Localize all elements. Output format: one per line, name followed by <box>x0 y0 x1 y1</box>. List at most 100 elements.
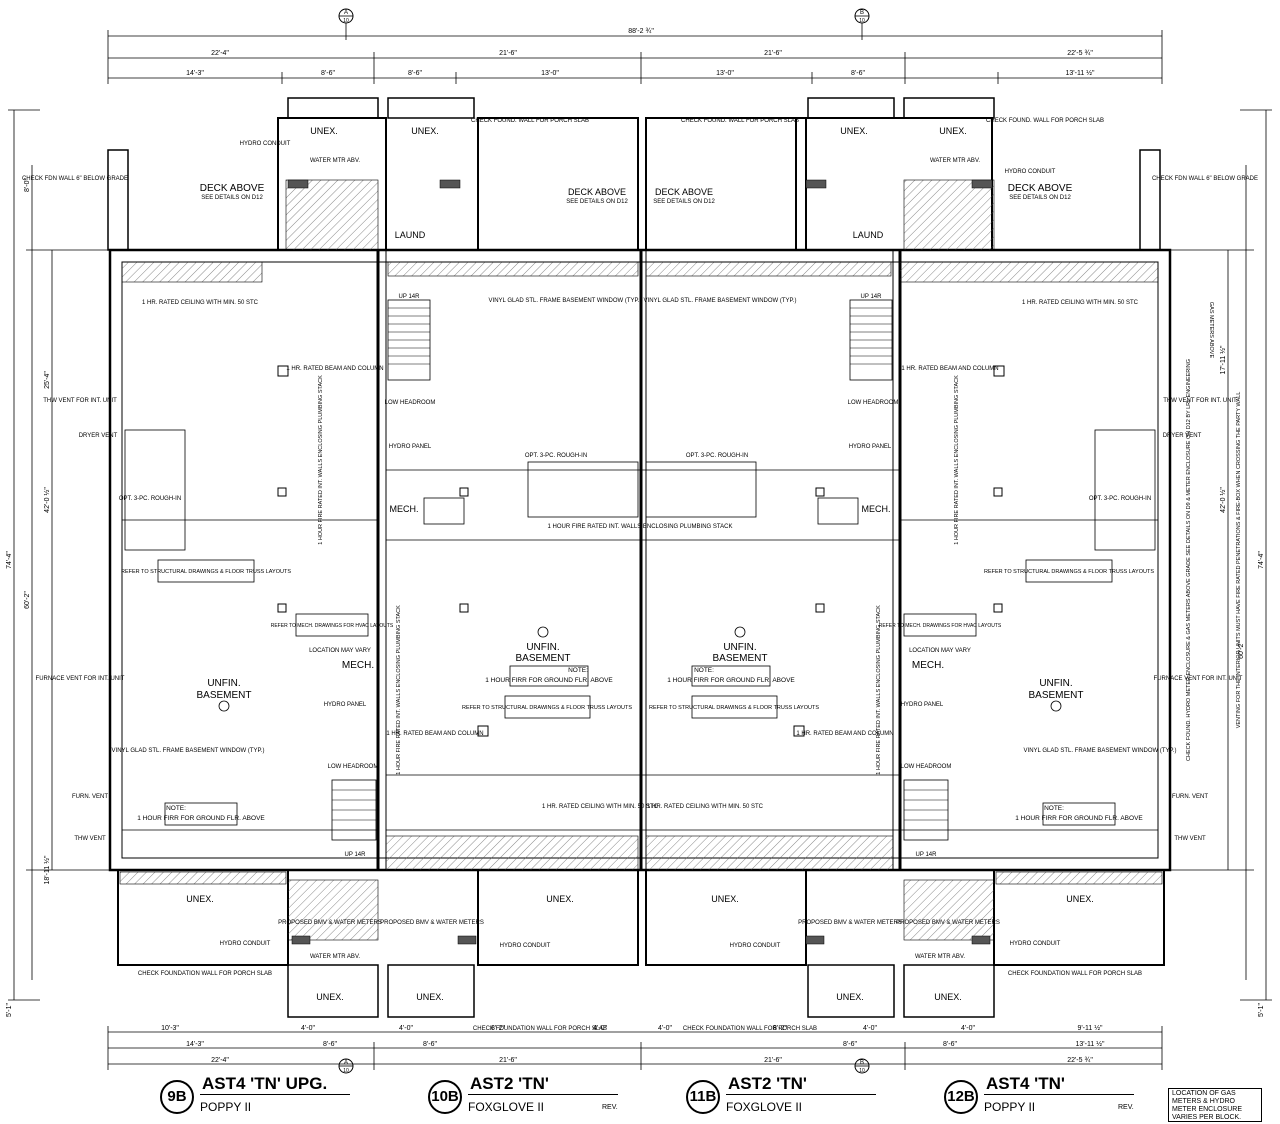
section-marker-letter: B <box>860 10 864 16</box>
opt-rough-in: OPT. 3-PC. ROUGH-IN <box>119 496 181 502</box>
water-mtr-callout: WATER MTR ABV. <box>930 158 980 164</box>
check-foundation-callout: CHECK FOUNDATION WALL FOR PORCH SLAB <box>138 971 272 977</box>
dim-label: 8'-6" <box>943 1041 957 1048</box>
water-mtr-callout: WATER MTR ABV. <box>310 158 360 164</box>
note-body: 1 HOUR FIRR FOR GROUND FLR. ABOVE <box>667 677 795 684</box>
dim-label: 9'-11 ½" <box>1077 1024 1103 1032</box>
hydro-conduit-callout: HYDRO CONDUIT <box>730 943 781 949</box>
room-unfin: UNFIN. <box>526 642 559 653</box>
fire-walls-rotated: 1 HOUR FIRE RATED INT. WALLS ENCLOSING P… <box>876 605 882 775</box>
room-basement: BASEMENT <box>1028 690 1083 701</box>
hydro-panel: HYDRO PANEL <box>849 444 892 450</box>
room-unex: UNEX. <box>186 894 214 904</box>
room-mech: MECH. <box>912 660 944 671</box>
note-body: 1 HOUR FIRR FOR GROUND FLR. ABOVE <box>137 815 265 822</box>
dim-label: 21'-6" <box>764 1057 782 1064</box>
opt-rough-in: OPT. 3-PC. ROUGH-IN <box>686 453 748 459</box>
note-texts: NOTE: 1 HOUR FIRR FOR GROUND FLR. ABOVE … <box>121 569 1154 822</box>
low-headroom: LOW HEADROOM <box>901 764 952 770</box>
left-dimensions <box>8 109 110 1001</box>
note-label: NOTE: <box>1044 805 1064 812</box>
furnace-vent: FURNACE VENT FOR INT. UNIT <box>36 676 125 682</box>
right-dimensions <box>1170 109 1272 1001</box>
location-may-vary: LOCATION MAY VARY <box>909 648 971 654</box>
dim-label: 14'-3" <box>186 1041 204 1048</box>
refer-structural: REFER TO STRUCTURAL DRAWINGS & FLOOR TRU… <box>462 705 632 711</box>
deck-above: DECK ABOVE <box>655 187 713 197</box>
room-mech: MECH. <box>862 504 891 514</box>
proposed-bmv: PROPOSED BMV & WATER METERS <box>798 920 902 926</box>
refer-structural: REFER TO STRUCTURAL DRAWINGS & FLOOR TRU… <box>984 569 1154 575</box>
dim-label: 4'-0" <box>658 1025 672 1032</box>
section-marker-letter: A <box>344 1060 348 1066</box>
vinyl-window-callout: VINYL GLAD STL. FRAME BASEMENT WINDOW (T… <box>112 748 265 754</box>
dim-label: 4'-0" <box>593 1025 607 1032</box>
note-body: 1 HOUR FIRR FOR GROUND FLR. ABOVE <box>1015 815 1143 822</box>
rev-label: REV. <box>602 1104 618 1111</box>
fire-walls-rotated: 1 HOUR FIRE RATED INT. WALLS ENCLOSING P… <box>954 375 960 545</box>
opt-rough-in: OPT. 3-PC. ROUGH-IN <box>525 453 587 459</box>
up-risers: UP 14R <box>399 294 421 300</box>
unit-model-name: AST2 'TN' <box>728 1074 807 1093</box>
unit-model-name: AST4 'TN' UPG. <box>202 1074 328 1093</box>
dim-label: 8'-6" <box>321 70 335 77</box>
room-unex: UNEX. <box>711 894 739 904</box>
dim-label: 74'-4" <box>1258 551 1265 569</box>
room-basement: BASEMENT <box>515 653 570 664</box>
thw-vent: THW VENT FOR INT. UNIT <box>43 398 117 404</box>
unit-number-badge: 12B <box>944 1080 978 1114</box>
dim-label: 5'-1" <box>1258 1003 1265 1017</box>
check-found-callout: CHECK FOUND. WALL FOR PORCH SLAB <box>681 118 799 124</box>
refer-mech: REFER TO MECH. DRAWINGS FOR HVAC LAYOUTS <box>879 623 1002 629</box>
dim-label: 21'-6" <box>499 50 517 57</box>
section-marker-a-bottom: A 10 <box>338 1058 354 1074</box>
note-label: NOTE: <box>166 805 186 812</box>
dim-label: 22'-5 ¾" <box>1067 50 1093 57</box>
section-marker-sheet: 10 <box>343 1068 349 1074</box>
room-labels: UNEX. UNEX. UNEX. UNEX. UNEX. UNEX. UNEX… <box>186 126 1094 1002</box>
deck-above: DECK ABOVE <box>1008 183 1073 194</box>
location-may-vary: LOCATION MAY VARY <box>309 648 371 654</box>
water-mtr-callout: WATER MTR ABV. <box>915 954 965 960</box>
dryer-vent: DRYER VENT <box>79 433 118 439</box>
furnace-vent: FURNACE VENT FOR INT. UNIT <box>1154 676 1243 682</box>
check-foundation-callout: CHECK FOUNDATION WALL FOR PORCH SLAB <box>683 1026 817 1032</box>
fire-beam-callout: 1 HR. RATED BEAM AND COLUMN <box>386 731 483 737</box>
dim-label: 21'-6" <box>764 50 782 57</box>
room-unfin: UNFIN. <box>1039 678 1072 689</box>
up-risers: UP 14R <box>345 852 367 858</box>
top-dimensions <box>107 30 1163 84</box>
hydro-conduit-callout: HYDRO CONDUIT <box>500 943 551 949</box>
bottom-dimensions <box>107 1026 1163 1070</box>
unit-title-block-9b: 9B AST4 'TN' UPG. POPPY II <box>160 1072 360 1118</box>
unit-title-block-12b: 12B AST4 'TN' POPPY II REV. <box>944 1072 1144 1118</box>
overall-dimension: 88'-2 ¾" <box>628 28 654 35</box>
hydro-conduit-callout: HYDRO CONDUIT <box>240 141 291 147</box>
title-underline <box>984 1094 1134 1095</box>
unit-title-block-10b: 10B AST2 'TN' FOXGLOVE II REV. <box>428 1072 628 1118</box>
hydro-panel: HYDRO PANEL <box>901 702 944 708</box>
rotated-side-notes: GAS METERS ABOVE CHECK FOUND. HYDRO METE… <box>318 302 1242 775</box>
room-unex: UNEX. <box>316 992 344 1002</box>
note-label: NOTE: <box>568 667 588 674</box>
location-note-box: LOCATION OF GAS METERS & HYDRO METER ENC… <box>1168 1088 1262 1122</box>
unit-title-block-11b: 11B AST2 'TN' FOXGLOVE II <box>686 1072 886 1118</box>
section-marker-b-top: B 10 <box>854 8 870 40</box>
note-label: NOTE: <box>694 667 714 674</box>
deck-sub: SEE DETAILS ON D12 <box>566 199 628 205</box>
deck-above: DECK ABOVE <box>568 187 626 197</box>
thw-vent: THW VENT FOR INT. UNIT <box>1163 398 1237 404</box>
dim-label: 8'-6" <box>423 1041 437 1048</box>
room-tags <box>218 626 1062 712</box>
dim-label: 13'-11 ½" <box>1066 69 1096 77</box>
dim-label: 13'-11 ½" <box>1076 1040 1106 1048</box>
fire-beam-callout: 1 HR. RATED BEAM AND COLUMN <box>796 731 893 737</box>
dim-label: 74'-4" <box>6 551 13 569</box>
dim-label: 18'-11 ½" <box>43 855 51 885</box>
hydro-conduit-callout: HYDRO CONDUIT <box>1010 941 1061 947</box>
dim-label: 22'-4" <box>211 50 229 57</box>
dim-label: 4'-0" <box>863 1025 877 1032</box>
hydro-meter-note: CHECK FOUND. HYDRO METER ENCLOSURE & GAS… <box>1186 359 1192 761</box>
vinyl-window-callout: VINYL GLAD STL. FRAME BASEMENT WINDOW (T… <box>489 298 642 304</box>
